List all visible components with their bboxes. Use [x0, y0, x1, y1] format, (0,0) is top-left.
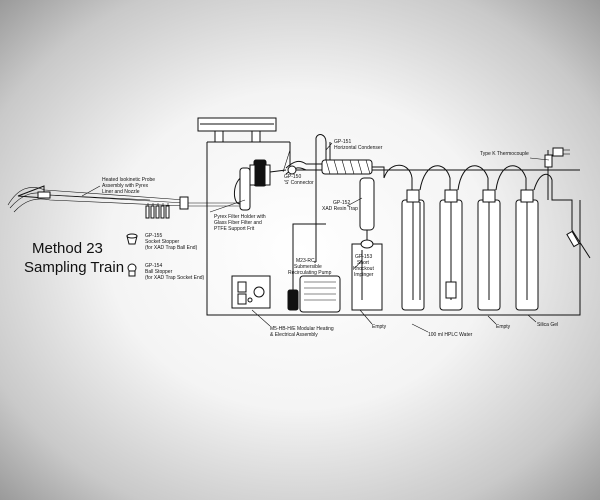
probe-connectors [145, 203, 170, 219]
svg-text:PTFE Support Frit: PTFE Support Frit [214, 226, 255, 232]
svg-text:(for XAD Trap Ball End): (for XAD Trap Ball End) [145, 245, 198, 251]
svg-text:Heated Isokinetic Probe: Heated Isokinetic Probe [102, 177, 155, 183]
svg-text:& Electrical Assembly: & Electrical Assembly [270, 332, 318, 338]
leader-lines [81, 142, 550, 333]
svg-text:Submersible: Submersible [294, 264, 322, 270]
gp155-label: GP-155 Socket Stopper (for XAD Trap Ball… [145, 233, 198, 251]
svg-text:Socket Stopper: Socket Stopper [145, 239, 180, 245]
svg-text:Liner and Nozzle: Liner and Nozzle [102, 189, 140, 195]
heated-probe [7, 185, 240, 219]
gp150-label: GP-150 'S' Connector [284, 174, 314, 186]
impinger-1 [383, 164, 425, 311]
svg-text:Short: Short [357, 260, 370, 266]
svg-text:M5-HB-H/E Modular Heating: M5-HB-H/E Modular Heating [270, 326, 334, 332]
svg-text:(for XAD Trap Socket End): (for XAD Trap Socket End) [145, 275, 205, 281]
gp151-label: GP-151 Horizontal Condenser [334, 139, 383, 151]
filter-holder [234, 159, 287, 211]
title-line-2: Sampling Train [24, 259, 124, 276]
svg-text:Assembly with Pyrex: Assembly with Pyrex [102, 183, 149, 189]
impinger-4 [495, 165, 591, 311]
svg-text:Ball Stopper: Ball Stopper [145, 269, 173, 275]
svg-text:Impinger: Impinger [354, 272, 374, 278]
gp152-label: GP-152 XAD Resin Trap [322, 200, 358, 212]
svg-text:'S' Connector: 'S' Connector [284, 180, 314, 186]
silica-gel-label: Silica Gel [537, 322, 558, 328]
impinger-3 [457, 165, 501, 311]
thermocouple [544, 147, 570, 200]
recirculating-pump [287, 223, 341, 313]
gp153-label: GP-153 Short Knockout Impinger [353, 254, 374, 278]
svg-text:GP-155: GP-155 [145, 233, 162, 239]
knockout-impinger [351, 239, 383, 311]
svg-text:Recirculating Pump: Recirculating Pump [288, 270, 332, 276]
s-connector [285, 160, 322, 175]
svg-text:Glass Fiber Filter and: Glass Fiber Filter and [214, 220, 262, 226]
horizontal-condenser [314, 134, 385, 263]
svg-text:GP-150: GP-150 [284, 174, 301, 180]
svg-text:Pyrex Filter Holder with: Pyrex Filter Holder with [214, 214, 266, 220]
empty-label-2: Empty [496, 324, 511, 330]
impinger-2 [419, 165, 463, 311]
title-line-1: Method 23 [32, 240, 103, 257]
hplc-water-label: 100 ml HPLC Water [428, 332, 473, 338]
empty-label-1: Empty [372, 324, 387, 330]
svg-text:GP-154: GP-154 [145, 263, 162, 269]
svg-text:GP-153: GP-153 [355, 254, 372, 260]
heating-label: M5-HB-H/E Modular Heating & Electrical A… [270, 326, 334, 338]
probe-label: Heated Isokinetic Probe Assembly with Py… [102, 177, 155, 195]
thermocouple-label: Type K Thermocouple [480, 151, 529, 157]
pump-label: M23-RC Submersible Recirculating Pump [288, 258, 332, 276]
svg-text:Knockout: Knockout [353, 266, 374, 272]
svg-text:GP-152: GP-152 [333, 200, 350, 206]
svg-text:GP-151: GP-151 [334, 139, 351, 145]
gp154-ball-stopper-icon [127, 263, 137, 277]
gp154-label: GP-154 Ball Stopper (for XAD Trap Socket… [145, 263, 205, 281]
gp155-socket-stopper-icon [126, 233, 138, 245]
filter-label: Pyrex Filter Holder with Glass Fiber Fil… [214, 214, 266, 232]
svg-text:Horizontal Condenser: Horizontal Condenser [334, 145, 383, 151]
heating-electrical-assembly [231, 275, 271, 309]
xad-resin-trap [359, 177, 375, 242]
svg-text:XAD Resin Trap: XAD Resin Trap [322, 206, 358, 212]
svg-text:M23-RC: M23-RC [296, 258, 315, 264]
oven-bracket [197, 117, 277, 143]
